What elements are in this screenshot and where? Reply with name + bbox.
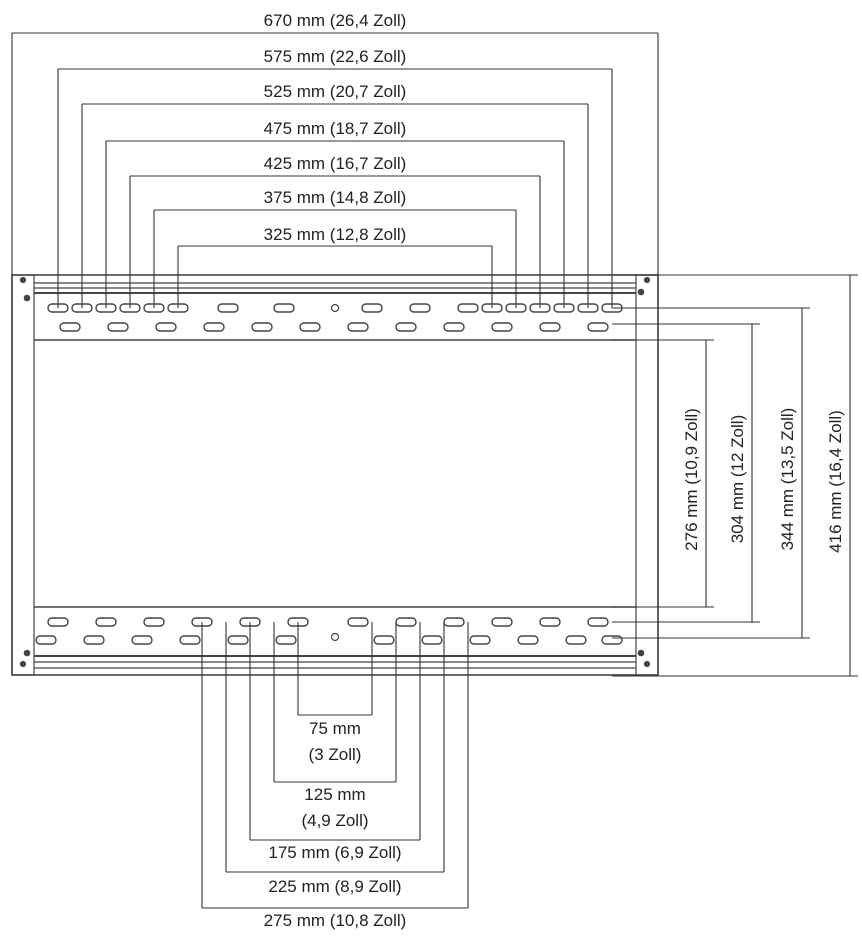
top-dimension-label: 375 mm (14,8 Zoll) <box>264 188 407 207</box>
mounting-slot-icon <box>491 617 513 627</box>
mounting-slot-icon <box>155 322 177 332</box>
side-dimension-label: 304 mm (12 Zoll) <box>728 415 747 543</box>
mounting-slot-icon <box>203 322 225 332</box>
center-hole-icon <box>330 632 340 642</box>
mounting-slot-icon <box>95 617 117 627</box>
plate-outline <box>11 274 659 676</box>
mounting-slot-icon <box>59 322 81 332</box>
bottom-dimension-label: 75 mm <box>309 719 361 738</box>
mounting-slots <box>35 303 623 645</box>
top-dimension-label: 575 mm (22,6 Zoll) <box>264 47 407 66</box>
mounting-slot-icon <box>469 635 491 645</box>
screw-icon <box>19 660 27 668</box>
mounting-slot-icon <box>227 635 249 645</box>
screw-icon <box>19 276 27 284</box>
mounting-slot-icon <box>347 322 369 332</box>
left-rail <box>11 274 35 676</box>
mounting-slot-icon <box>131 635 153 645</box>
mounting-slot-icon <box>565 635 587 645</box>
mounting-slot-icon <box>443 322 465 332</box>
mounting-slot-icon <box>395 617 417 627</box>
screw-icon <box>643 660 651 668</box>
mounting-slot-icon <box>179 635 201 645</box>
mounting-slot-icon <box>273 303 295 313</box>
mounting-slot-icon <box>539 322 561 332</box>
top-dimension-label: 475 mm (18,7 Zoll) <box>264 119 407 138</box>
bottom-dimension-label: 275 mm (10,8 Zoll) <box>264 911 407 930</box>
mounting-slot-icon <box>395 322 417 332</box>
mounting-slot-icon <box>373 635 395 645</box>
bottom-dimension-label: 175 mm (6,9 Zoll) <box>268 843 401 862</box>
mounting-slot-icon <box>251 322 273 332</box>
mounting-slot-icon <box>83 635 105 645</box>
side-dimension-label: 276 mm (10,9 Zoll) <box>682 408 701 551</box>
bottom-dimension-label: (4,9 Zoll) <box>301 811 368 830</box>
dimension-labels: 670 mm (26,4 Zoll) 575 mm (22,6 Zoll) 525 … <box>264 11 845 930</box>
mounting-slot-icon <box>443 617 465 627</box>
mounting-slot-icon <box>361 303 383 313</box>
mounting-slot-icon <box>587 617 609 627</box>
bottom-dimension-label: 225 mm (8,9 Zoll) <box>268 877 401 896</box>
mounting-plate <box>11 274 659 676</box>
mounting-slot-icon <box>491 322 513 332</box>
mounting-slot-icon <box>539 617 561 627</box>
mounting-slot-icon <box>347 617 369 627</box>
top-dimension-label: 670 mm (26,4 Zoll) <box>264 11 407 30</box>
mounting-slot-icon <box>35 635 57 645</box>
mounting-slot-icon <box>421 635 443 645</box>
mounting-slot-icon <box>217 303 239 313</box>
top-dimension-label: 525 mm (20,7 Zoll) <box>264 82 407 101</box>
mounting-slot-icon <box>107 322 129 332</box>
right-rail <box>635 274 659 676</box>
screw-icon <box>637 649 645 657</box>
top-dimension-label: 425 mm (16,7 Zoll) <box>264 154 407 173</box>
screw-icon <box>643 276 651 284</box>
mounting-slot-icon <box>457 303 479 313</box>
mounting-slot-icon <box>587 322 609 332</box>
center-hole-icon <box>330 303 340 313</box>
side-dimension-label: 416 mm (16,4 Zoll) <box>826 410 845 553</box>
mounting-slot-icon <box>409 303 431 313</box>
mounting-slot-icon <box>601 635 623 645</box>
dimension-lines <box>11 32 858 909</box>
screw-icon <box>637 288 645 296</box>
screw-icon <box>23 294 31 302</box>
mounting-slot-icon <box>143 617 165 627</box>
bottom-dimension-label: (3 Zoll) <box>309 745 362 764</box>
mounting-slot-icon <box>517 635 539 645</box>
top-dimension-label: 325 mm (12,8 Zoll) <box>264 225 407 244</box>
screw-icon <box>23 649 31 657</box>
mounting-slot-icon <box>299 322 321 332</box>
mounting-slot-icon <box>47 617 69 627</box>
mounting-slot-icon <box>275 635 297 645</box>
side-dimension-label: 344 mm (13,5 Zoll) <box>778 408 797 551</box>
bottom-dimension-label: 125 mm <box>304 785 365 804</box>
